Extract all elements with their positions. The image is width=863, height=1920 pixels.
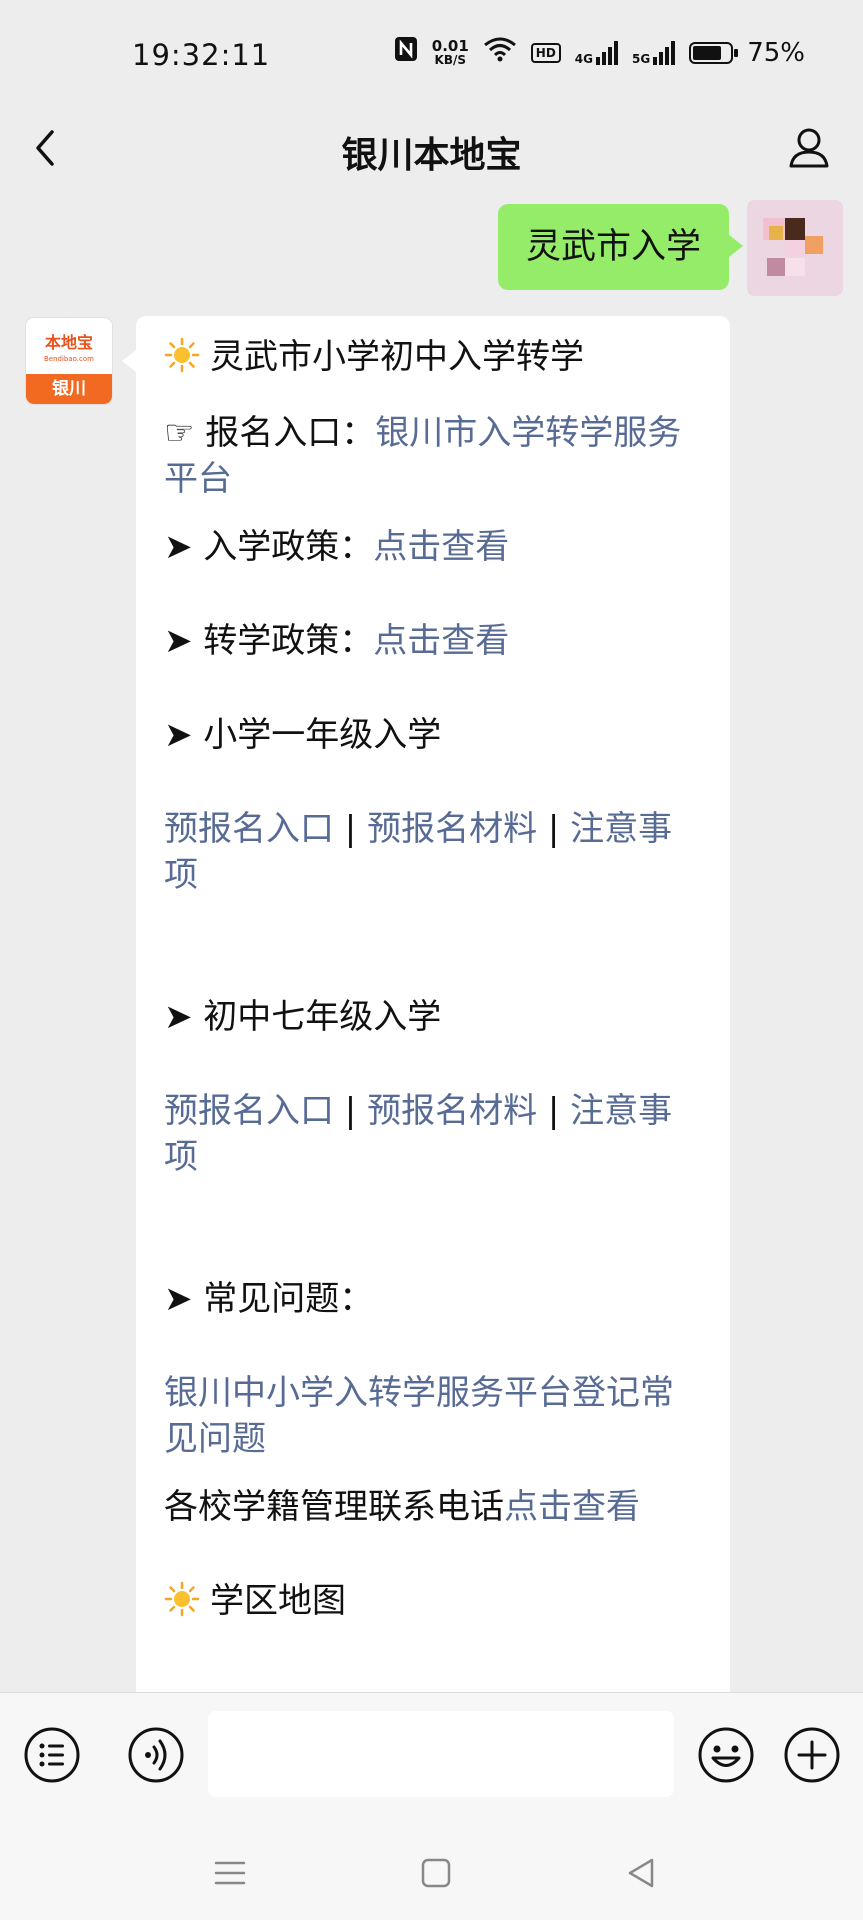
primary-preregister-link[interactable]: 预报名入口: [164, 809, 334, 849]
square-icon: [421, 1858, 451, 1888]
list-menu-icon: [24, 1727, 80, 1783]
wifi-icon: [483, 36, 517, 69]
profile-button[interactable]: [781, 120, 837, 176]
primary-notes-link[interactable]: 注意事项: [164, 809, 673, 895]
message-input[interactable]: [208, 1711, 674, 1797]
middle-links-line: 预报名入口 | 预报名材料 | 注意事项: [164, 1091, 673, 1177]
triangle-back-icon: [628, 1858, 654, 1888]
sun-icon: [164, 1581, 200, 1617]
battery-icon: [689, 41, 739, 64]
entry-link[interactable]: 银川市入学转学服务平台: [164, 413, 682, 499]
signal-bars-icon: [653, 40, 676, 65]
net-speed: 0.01 KB/S: [431, 37, 469, 67]
chevron-left-icon: [36, 130, 54, 166]
bendibao-url: Bendibao.com: [43, 355, 94, 363]
hamburger-icon: [214, 1861, 246, 1885]
primary-materials-link[interactable]: 预报名材料: [367, 809, 538, 849]
map-heading-line: 学区地图: [164, 1578, 704, 1624]
contact-line: 各校学籍管理联系电话点击查看: [164, 1487, 640, 1527]
status-bar: 19:32:11 0.01 KB/S HD 4G 5G 75%: [0, 0, 863, 110]
back-button[interactable]: [28, 120, 84, 176]
system-back-button[interactable]: [622, 1853, 662, 1893]
policy1-line: ➤ 入学政策：点击查看: [164, 527, 510, 567]
smiley-icon: [698, 1727, 754, 1783]
user-message-bubble[interactable]: 灵武市入学: [497, 204, 744, 290]
bendibao-logo: 本地宝: [44, 333, 93, 352]
contact-link[interactable]: 点击查看: [504, 1487, 640, 1527]
status-icons: 0.01 KB/S HD 4G 5G 75%: [394, 36, 805, 69]
nfc-icon: [394, 36, 418, 69]
bot-avatar[interactable]: 本地宝 Bendibao.com 银川: [26, 318, 112, 404]
faq-heading: ➤ 常见问题：: [164, 1279, 374, 1319]
chat-area[interactable]: 灵武市入学 本地宝 Bendibao.com 银川 灵武市小学初中入学转学 ☞ …: [0, 192, 863, 1692]
bot-message-bubble: 灵武市小学初中入学转学 ☞ 报名入口：银川市入学转学服务平台 ➤ 入学政策：点击…: [122, 316, 730, 1692]
menu-button[interactable]: [22, 1725, 82, 1785]
voice-icon: [128, 1727, 184, 1783]
signal-4g: 4G: [575, 40, 618, 65]
emoji-button[interactable]: [696, 1725, 756, 1785]
faq-line: 银川中小学入转学服务平台登记常见问题: [164, 1370, 704, 1462]
primary-heading: ➤ 小学一年级入学: [164, 715, 442, 755]
signal-5g: 5G: [632, 40, 676, 65]
middle-materials-link[interactable]: 预报名材料: [367, 1091, 538, 1131]
policy1-link[interactable]: 点击查看: [373, 527, 510, 567]
plus-icon: [784, 1727, 840, 1783]
signal-bars-icon: [596, 40, 618, 65]
bot-avatar-city: 银川: [26, 374, 112, 404]
middle-notes-link[interactable]: 注意事项: [164, 1091, 673, 1177]
policy2-line: ➤ 转学政策：点击查看: [164, 621, 510, 661]
system-home-button[interactable]: [416, 1853, 456, 1893]
middle-preregister-link[interactable]: 预报名入口: [164, 1091, 334, 1131]
bot-title-line: 灵武市小学初中入学转学: [164, 334, 704, 380]
nav-bar: 银川本地宝: [0, 110, 863, 192]
policy2-link[interactable]: 点击查看: [373, 621, 510, 661]
user-avatar[interactable]: [747, 200, 843, 296]
faq-link[interactable]: 银川中小学入转学服务平台登记常见问题: [164, 1373, 674, 1459]
middle-heading: ➤ 初中七年级入学: [164, 997, 442, 1037]
chat-input-bar: [0, 1692, 863, 1920]
more-button[interactable]: [782, 1725, 842, 1785]
status-time: 19:32:11: [132, 38, 271, 72]
voice-button[interactable]: [126, 1725, 186, 1785]
user-icon: [789, 128, 829, 168]
system-menu-button[interactable]: [210, 1853, 250, 1893]
entry-line: ☞ 报名入口：银川市入学转学服务平台: [164, 413, 682, 499]
hd-voice-badge: HD: [530, 42, 561, 63]
battery-percent: 75%: [747, 37, 805, 68]
page-title: 银川本地宝: [341, 135, 522, 176]
primary-links-line: 预报名入口 | 预报名材料 | 注意事项: [164, 809, 673, 895]
sun-icon: [164, 337, 200, 373]
pixelated-avatar-image: [747, 200, 843, 296]
